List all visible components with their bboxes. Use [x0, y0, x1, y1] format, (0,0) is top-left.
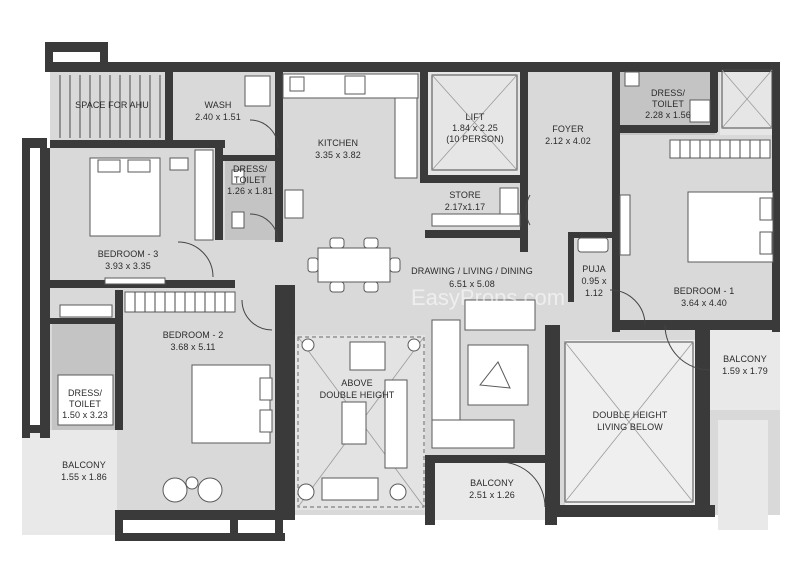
size-dress-toilet-top: 2.28 x 1.56: [645, 110, 691, 120]
bed-bedroom1: [687, 191, 774, 263]
size-puja-2: 1.12: [585, 288, 603, 298]
label-balcony-right: BALCONY: [723, 354, 767, 364]
label-lift: LIFT: [466, 112, 485, 122]
size-bedroom2: 3.68 x 5.11: [171, 342, 216, 352]
walls: [22, 42, 780, 541]
bed-bedroom2: [191, 364, 271, 444]
label-above-double-1: ABOVE: [341, 378, 373, 388]
size-wash: 2.40 x 1.51: [195, 112, 241, 122]
size-balcony-left: 1.55 x 1.86: [61, 472, 107, 482]
size-balcony-right: 1.59 x 1.79: [722, 366, 768, 376]
size-drawing: 6.51 x 5.08: [449, 279, 495, 289]
size-foyer: 2.12 x 4.02: [545, 136, 591, 146]
label-foyer: FOYER: [552, 124, 584, 134]
label-dress-toilet-mid-1: DRESS/: [233, 164, 268, 174]
size-bedroom1: 3.64 x 4.40: [681, 298, 727, 308]
label-bedroom2: BEDROOM - 2: [163, 330, 224, 340]
watermark: EasyProps.com: [411, 285, 565, 310]
note-lift: (10 PERSON): [446, 134, 504, 144]
label-balcony-bottom: BALCONY: [470, 478, 514, 488]
label-dress-toilet-top-2: TOILET: [652, 99, 684, 109]
label-dress-toilet-left-2: TOILET: [69, 399, 101, 409]
label-above-double-2: DOUBLE HEIGHT: [320, 390, 395, 400]
size-bedroom3: 3.93 x 3.35: [105, 261, 151, 271]
size-lift: 1.84 x 2.25: [452, 123, 498, 133]
doors: [177, 119, 711, 508]
label-dress-toilet-mid-2: TOILET: [234, 175, 266, 185]
label-kitchen: KITCHEN: [318, 138, 358, 148]
ahu-hatch: [59, 75, 161, 138]
size-dress-toilet-left: 1.50 x 3.23: [62, 410, 108, 420]
shaft-crosses: [297, 69, 773, 508]
label-drawing: DRAWING / LIVING / DINING: [411, 266, 533, 276]
label-store: STORE: [449, 190, 480, 200]
size-store: 2.17x1.17: [445, 202, 485, 212]
size-balcony-bottom: 2.51 x 1.26: [469, 490, 515, 500]
dining-table: [317, 247, 391, 283]
label-wash: WASH: [204, 100, 231, 110]
label-dress-toilet-left-1: DRESS/: [68, 388, 103, 398]
label-puja: PUJA: [582, 264, 605, 274]
furniture: [57, 71, 774, 503]
size-dress-toilet-mid: 1.26 x 1.81: [227, 186, 273, 196]
label-dress-toilet-top-1: DRESS/: [651, 88, 686, 98]
size-puja-1: 0.95 x: [581, 276, 607, 286]
label-double-living-1: DOUBLE HEIGHT: [593, 410, 668, 420]
room-labels: SPACE FOR AHU WASH 2.40 x 1.51 KITCHEN 3…: [61, 88, 768, 500]
label-balcony-left: BALCONY: [62, 460, 106, 470]
label-double-living-2: LIVING BELOW: [597, 422, 663, 432]
label-bedroom3: BEDROOM - 3: [98, 249, 159, 259]
size-kitchen: 3.35 x 3.82: [315, 150, 361, 160]
label-ahu: SPACE FOR AHU: [75, 100, 149, 110]
label-bedroom1: BEDROOM - 1: [674, 286, 735, 296]
